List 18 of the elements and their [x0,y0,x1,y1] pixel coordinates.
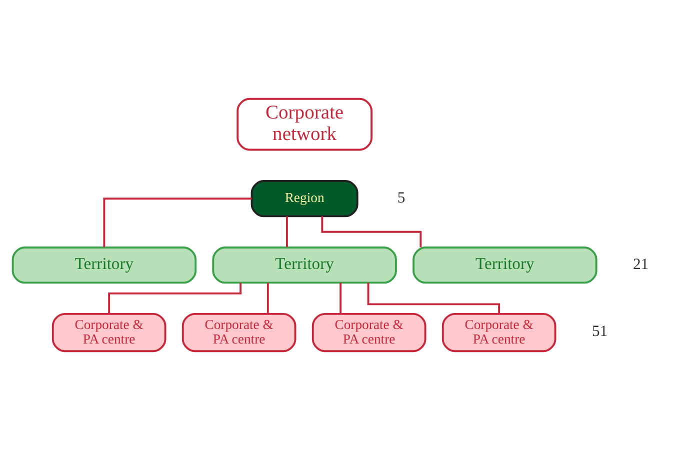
node-box: Region [250,180,358,218]
node-box: Corporate & PA centre [52,312,166,352]
node-box: Territory [12,246,197,284]
node-box: Territory [212,246,397,284]
node-box: Territory [412,246,598,284]
node-label: 5 [397,189,406,206]
node-box: Corporate & PA centre [442,312,556,352]
connector [340,282,342,314]
node-box: Corporate & PA centre [312,312,426,352]
connector [286,216,288,248]
node-box: Corporate network [236,98,372,151]
connector [367,282,500,314]
node-label: 21 [632,256,649,273]
node-label: 51 [592,323,608,340]
connector [108,282,242,314]
connector [103,198,252,248]
connector [266,282,269,314]
node-box: Corporate & PA centre [182,312,296,352]
